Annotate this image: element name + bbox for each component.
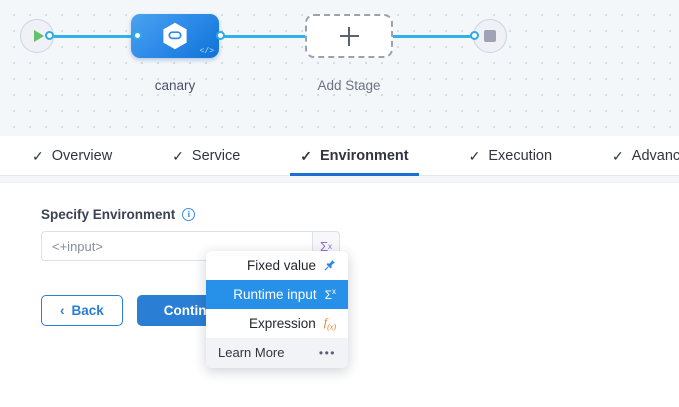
tab-label: Service xyxy=(191,147,241,164)
dropdown-footer[interactable]: Learn More ••• xyxy=(206,338,348,368)
play-icon xyxy=(33,30,44,42)
check-icon: ✓ xyxy=(300,147,312,164)
sigma-icon: Σx xyxy=(324,287,336,302)
connector-port[interactable] xyxy=(45,31,54,40)
add-stage-node[interactable] xyxy=(305,14,393,58)
code-badge: </> xyxy=(199,47,214,56)
check-icon: ✓ xyxy=(32,147,44,164)
connector-start-to-canary xyxy=(47,35,142,38)
learn-more-link[interactable]: Learn More xyxy=(218,345,285,360)
connector-port[interactable] xyxy=(470,31,479,40)
tab-label: Environment xyxy=(320,147,409,164)
tab-label: Execution xyxy=(488,147,553,164)
field-label-text: Specify Environment xyxy=(41,207,176,222)
dropdown-item-expression[interactable]: Expression f(x) xyxy=(206,309,348,338)
add-stage-label: Add Stage xyxy=(317,78,381,93)
pin-icon xyxy=(324,259,336,273)
dropdown-item-label: Runtime input xyxy=(233,287,317,302)
tab-label: Advanced xyxy=(631,147,679,164)
more-options-icon[interactable]: ••• xyxy=(318,345,336,360)
stage-tab-bar: ✓ Overview ✓ Service ✓ Environment ✓ Exe… xyxy=(0,136,679,176)
pipeline-canvas[interactable]: </> canary Add Stage xyxy=(0,0,679,136)
tab-label: Overview xyxy=(51,147,113,164)
connector-add-to-end xyxy=(385,35,477,38)
specify-environment-label: Specify Environment i xyxy=(41,207,679,222)
sigma-superscript: x xyxy=(328,241,333,251)
tab-execution[interactable]: ✓ Execution xyxy=(459,136,562,175)
stage-node-canary[interactable]: </> xyxy=(131,14,219,58)
form-action-buttons: ‹ Back Continue xyxy=(41,295,250,326)
fx-icon: f(x) xyxy=(323,314,336,332)
panel-divider xyxy=(0,176,679,183)
back-button-label: Back xyxy=(71,303,104,318)
tab-environment[interactable]: ✓ Environment xyxy=(290,136,419,176)
dropdown-item-fixed-value[interactable]: Fixed value xyxy=(206,251,348,280)
connector-canary-to-add xyxy=(222,35,314,38)
check-icon: ✓ xyxy=(468,147,481,164)
connector-port[interactable] xyxy=(216,31,225,40)
tab-overview[interactable]: ✓ Overview xyxy=(22,136,122,175)
chevron-left-icon: ‹ xyxy=(60,303,65,318)
environment-form-panel: Specify Environment i Σx ‹ Back Continue… xyxy=(0,183,679,407)
sigma-icon: Σ xyxy=(319,238,329,254)
stop-icon xyxy=(484,30,496,42)
info-icon[interactable]: i xyxy=(182,208,196,221)
dropdown-item-label: Fixed value xyxy=(246,258,316,273)
check-icon: ✓ xyxy=(172,147,184,164)
check-icon: ✓ xyxy=(612,147,624,164)
stage-label-canary: canary xyxy=(154,78,196,93)
tab-service[interactable]: ✓ Service xyxy=(162,136,250,175)
harness-hexagon-icon xyxy=(162,22,188,50)
connector-port[interactable] xyxy=(133,31,142,40)
plus-icon xyxy=(339,26,359,46)
back-button[interactable]: ‹ Back xyxy=(41,295,123,326)
dropdown-item-label: Expression xyxy=(248,316,316,331)
dropdown-item-runtime-input[interactable]: Runtime input Σx xyxy=(206,280,348,309)
tab-advanced[interactable]: ✓ Advanced xyxy=(602,136,679,175)
input-type-dropdown-menu[interactable]: Fixed value Runtime input Σx Expression … xyxy=(206,251,348,368)
